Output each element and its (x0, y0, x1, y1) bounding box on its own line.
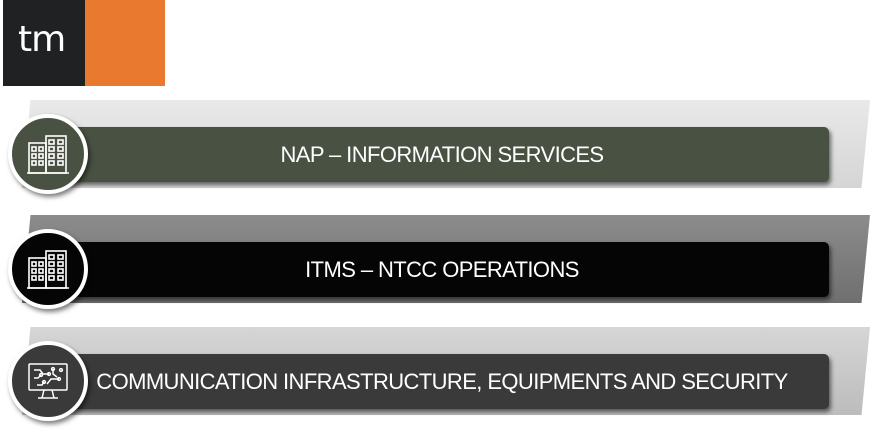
section-bar-itms[interactable]: ITMS – NTCC OPERATIONS (55, 242, 829, 297)
logo-orange-block (85, 0, 165, 86)
tm-logo: tm (3, 0, 165, 86)
office-buildings-icon (8, 229, 88, 309)
section-label: COMMUNICATION INFRASTRUCTURE, EQUIPMENTS… (96, 368, 788, 394)
row-itms-ntcc-operations: ITMS – NTCC OPERATIONS (0, 215, 875, 325)
logo-dark-block: tm (3, 0, 85, 86)
section-bar-nap[interactable]: NAP – INFORMATION SERVICES (55, 127, 829, 182)
row-communication-infrastructure: COMMUNICATION INFRASTRUCTURE, EQUIPMENTS… (0, 327, 875, 437)
section-bar-communication[interactable]: COMMUNICATION INFRASTRUCTURE, EQUIPMENTS… (55, 354, 829, 409)
row-nap-information-services: NAP – INFORMATION SERVICES (0, 100, 875, 210)
monitor-circuit-icon (8, 341, 88, 421)
office-buildings-icon (8, 114, 88, 194)
section-label: ITMS – NTCC OPERATIONS (305, 256, 579, 282)
logo-text: tm (18, 19, 66, 60)
section-label: NAP – INFORMATION SERVICES (280, 141, 604, 167)
